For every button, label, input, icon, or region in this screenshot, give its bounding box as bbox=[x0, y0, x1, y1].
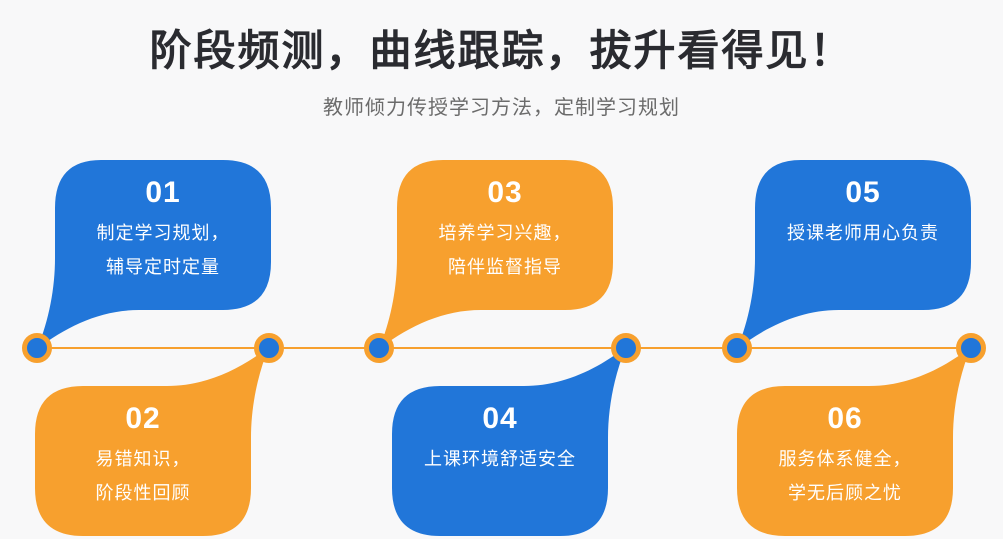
step-text-line: 上课环境舒适安全 bbox=[424, 449, 576, 469]
speech-bubble-shape-down-left bbox=[737, 160, 971, 349]
step-number: 06 bbox=[827, 402, 863, 435]
step-text-line: 制定学习规划， bbox=[96, 223, 230, 243]
step-number: 04 bbox=[482, 402, 518, 435]
step-number: 05 bbox=[845, 176, 881, 209]
step-text-line: 学无后顾之忧 bbox=[788, 483, 902, 503]
step-text-line: 服务体系健全， bbox=[778, 449, 912, 469]
step-text-line: 授课老师用心负责 bbox=[787, 223, 939, 243]
timeline-node-4 bbox=[611, 333, 641, 363]
step-bubble-05: 05 授课老师用心负责 bbox=[729, 160, 971, 350]
page-subtitle: 教师倾力传授学习方法，定制学习规划 bbox=[323, 97, 680, 119]
timeline-node-5 bbox=[722, 333, 752, 363]
page-title: 阶段频测，曲线跟踪，拔升看得见！ bbox=[149, 27, 854, 74]
step-text-line: 阶段性回顾 bbox=[95, 483, 191, 503]
step-bubble-03: 03 培养学习兴趣， 陪伴监督指导 bbox=[371, 160, 613, 350]
step-content: 04 上课环境舒适安全 bbox=[392, 386, 608, 536]
step-number: 02 bbox=[125, 402, 161, 435]
step-content: 06 服务体系健全， 学无后顾之忧 bbox=[737, 386, 953, 536]
timeline-node-6 bbox=[956, 333, 986, 363]
timeline-node-1 bbox=[22, 333, 52, 363]
speech-bubble-shape-down-left bbox=[37, 160, 271, 349]
step-content: 02 易错知识， 阶段性回顾 bbox=[35, 386, 251, 536]
step-content: 01 制定学习规划， 辅导定时定量 bbox=[55, 160, 271, 310]
speech-bubble-shape-up-right bbox=[35, 347, 269, 536]
step-content: 03 培养学习兴趣， 陪伴监督指导 bbox=[397, 160, 613, 310]
timeline-line bbox=[37, 347, 971, 349]
step-bubble-01: 01 制定学习规划， 辅导定时定量 bbox=[29, 160, 271, 350]
speech-bubble-shape-up-right bbox=[392, 347, 626, 536]
speech-bubble-shape-up-right bbox=[737, 347, 971, 536]
step-text-line: 易错知识， bbox=[95, 449, 191, 469]
step-bubble-06: 06 服务体系健全， 学无后顾之忧 bbox=[737, 346, 979, 536]
speech-bubble-shape-down-left bbox=[379, 160, 613, 349]
step-bubble-04: 04 上课环境舒适安全 bbox=[392, 346, 634, 536]
step-number: 03 bbox=[487, 176, 523, 209]
step-text-line: 培养学习兴趣， bbox=[438, 223, 572, 243]
step-text-line: 陪伴监督指导 bbox=[448, 257, 562, 277]
step-text-line: 辅导定时定量 bbox=[106, 257, 220, 277]
step-number: 01 bbox=[145, 176, 181, 209]
timeline-node-3 bbox=[364, 333, 394, 363]
timeline-node-2 bbox=[254, 333, 284, 363]
step-bubble-02: 02 易错知识， 阶段性回顾 bbox=[35, 346, 277, 536]
step-content: 05 授课老师用心负责 bbox=[755, 160, 971, 310]
